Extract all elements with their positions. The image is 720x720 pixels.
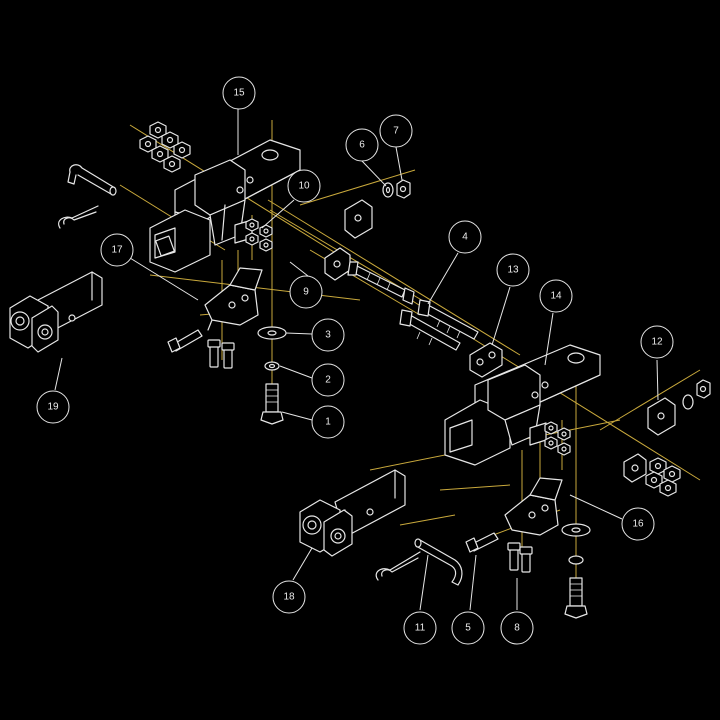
callout-16: 16	[621, 507, 655, 541]
callout-8: 8	[500, 611, 534, 645]
callout-label: 17	[111, 245, 123, 256]
callout-label: 13	[507, 265, 519, 276]
callout-label: 7	[393, 126, 399, 137]
callout-label: 19	[47, 402, 59, 413]
callout-5: 5	[451, 611, 485, 645]
bracket-lower	[504, 477, 563, 536]
lock-washer-upper	[264, 361, 280, 371]
callout-1: 1	[311, 405, 345, 439]
hex-bolt-upper	[260, 383, 284, 425]
callout-11: 11	[403, 611, 437, 645]
callouts: 1 2 3 4 5 6 7 8 9 10 11 12 13 14 15 16 1…	[36, 76, 674, 645]
callout-label: 18	[283, 592, 295, 603]
plate-upper-right	[344, 199, 373, 239]
callout-12: 12	[640, 325, 674, 359]
receiver-frame-lower	[444, 344, 601, 466]
bracket-upper	[204, 267, 263, 331]
callout-17: 17	[100, 233, 134, 267]
callout-label: 8	[514, 623, 520, 634]
spring-clip-lower	[375, 551, 421, 581]
washer-large-upper	[257, 326, 287, 340]
leader-lines	[54, 108, 659, 611]
callout-3: 3	[311, 318, 345, 352]
hitch-pin-upper	[67, 164, 117, 196]
small-hardware-lower	[544, 421, 571, 456]
callout-label: 9	[303, 287, 309, 298]
plate-upper-center	[324, 247, 351, 281]
callout-13: 13	[496, 253, 530, 287]
nut-stack-lower-right	[645, 457, 681, 497]
plate-13	[469, 342, 503, 378]
callout-label: 4	[462, 232, 468, 243]
callout-9: 9	[289, 275, 323, 309]
plate-lower-center	[623, 453, 647, 483]
small-hardware-upper	[245, 218, 273, 252]
callout-label: 2	[325, 375, 331, 386]
nut-stack-upper-left	[139, 121, 191, 173]
callout-label: 16	[632, 519, 644, 530]
callout-15: 15	[222, 76, 256, 110]
bolt-set-upper	[167, 329, 235, 369]
callout-label: 14	[550, 291, 562, 302]
callout-4: 4	[448, 220, 482, 254]
callout-label: 1	[325, 417, 331, 428]
nut-washer-right	[682, 379, 711, 410]
callout-10: 10	[287, 169, 321, 203]
receiver-frame-upper	[149, 139, 301, 273]
hitch-pin-lower	[414, 538, 463, 586]
lock-washer-lower	[568, 555, 584, 565]
callout-label: 6	[359, 140, 365, 151]
washer-6	[382, 182, 394, 198]
callout-label: 3	[325, 330, 331, 341]
ball-mount-lower	[299, 469, 406, 557]
callout-7: 7	[379, 114, 413, 148]
callout-label: 5	[465, 623, 471, 634]
callout-label: 11	[415, 623, 426, 634]
long-bolts	[347, 261, 479, 351]
hex-bolt-lower	[564, 577, 588, 619]
callout-label: 15	[233, 88, 245, 99]
callout-6: 6	[345, 128, 379, 162]
bolt-set-lower	[465, 532, 533, 573]
nut-7	[396, 179, 411, 199]
callout-18: 18	[272, 580, 306, 614]
washer-large-lower	[561, 523, 591, 537]
callout-label: 12	[651, 337, 663, 348]
ball-mount-upper	[9, 271, 103, 353]
callout-19: 19	[36, 390, 70, 424]
callout-label: 10	[298, 181, 310, 192]
callout-2: 2	[311, 363, 345, 397]
plate-12	[647, 397, 676, 436]
spring-clip-upper	[58, 205, 99, 229]
callout-14: 14	[539, 279, 573, 313]
